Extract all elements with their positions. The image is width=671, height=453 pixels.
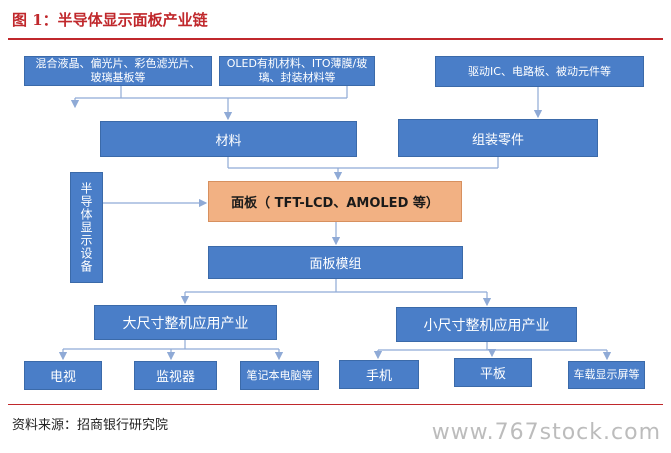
product-monitor: 监视器 [134,361,217,390]
product-phone: 手机 [339,360,419,389]
large-size-app-box: 大尺寸整机应用产业 [94,305,277,340]
source-note: 资料来源：招商银行研究院 [12,418,169,433]
components-box: 组装零件 [398,119,598,157]
panel-module-box: 面板模组 [208,246,463,279]
watermark: www.767stock.com [431,420,661,445]
source-divider [8,404,663,405]
product-laptop: 笔记本电脑等 [240,361,319,390]
product-car-display: 车载显示屏等 [568,361,645,389]
raw-components: 驱动IC、电路板、被动元件等 [435,56,644,87]
small-size-app-box: 小尺寸整机应用产业 [396,307,577,342]
product-tv: 电视 [24,361,102,390]
raw-materials-oled: OLED有机材料、ITO薄膜/玻璃、封装材料等 [219,56,375,86]
title-divider [8,38,663,40]
figure-title: 图 1：半导体显示面板产业链 [12,11,208,29]
equipment-box: 半导体显示设备 [70,172,103,283]
materials-box: 材料 [100,121,357,157]
product-tablet: 平板 [454,358,532,387]
raw-materials-lcd: 混合液晶、偏光片、彩色滤光片、玻璃基板等 [24,56,212,86]
panel-box: 面板（ TFT-LCD、AMOLED 等） [208,181,462,222]
